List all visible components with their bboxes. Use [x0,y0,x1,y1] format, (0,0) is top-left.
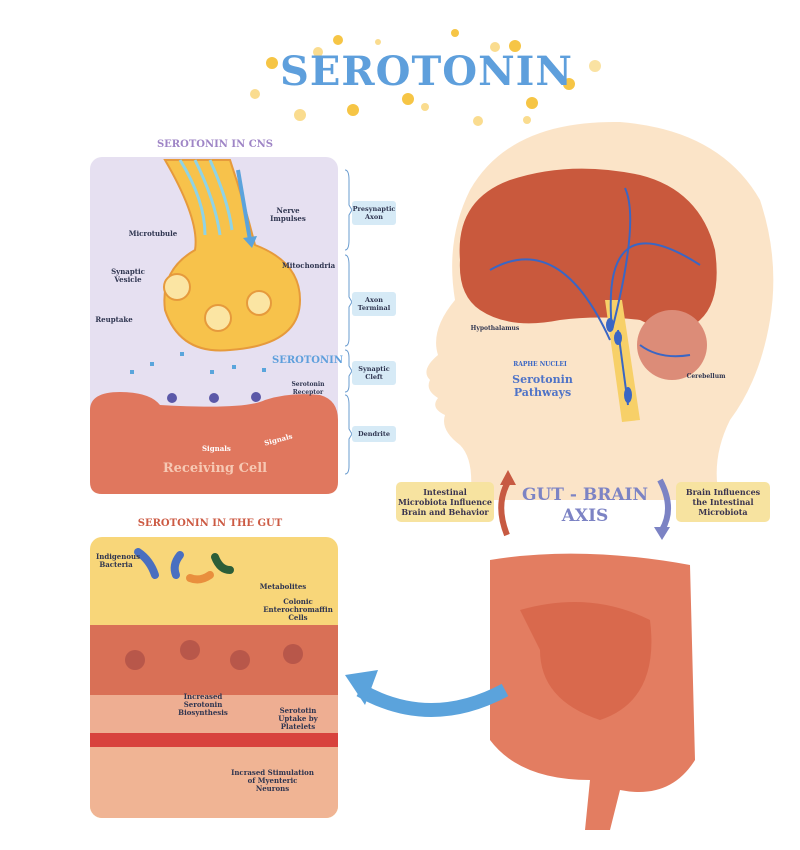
label-raphe-nuclei: RAPHE NUCLEI [513,361,567,368]
label-myenteric-neurons: Incrased Stimulation of Myenteric Neuron… [231,768,314,793]
gut-panel [90,537,338,818]
label-serotonin: SEROTONIN [272,355,343,366]
side-label-dendrite: Dendrite [352,426,396,442]
cns-heading: SEROTONIN IN CNS [156,139,274,150]
label-synaptic-vesicle: Synaptic Vesicle [111,267,145,284]
label-hypothalamus: Hypothalamus [470,325,520,332]
label-nerve-impulses: Nerve Impulses [270,206,306,223]
label-signals-1: Signals [202,444,231,453]
label-reuptake: Reuptake [95,315,133,324]
label-serotonin-biosynthesis: Increased Serotonin Biosynthesis [178,692,228,717]
side-label-axon-terminal: Axon Terminal [352,292,396,316]
label-platelet-uptake: Serototin Uptake by Platelets [278,706,318,731]
label-indigenous-bacteria: Indigenous Bacteria [96,552,141,569]
label-serotonin-receptor: Serotonin Receptor [291,381,325,396]
label-cerebellum: Cerebellum [686,373,726,380]
gut-heading: SEROTONIN IN THE GUT [137,518,283,529]
gut-brain-axis-title: GUT - BRAIN AXIS [521,485,649,526]
label-serotonin-pathways: Serotonin Pathways [512,373,573,399]
label-enterochromaffin-cells: Colonic Enterochromaffin Cells [263,597,333,622]
label-receiving-cell: Receiving Cell [162,461,268,476]
axis-right-box: Brain Influences the Intestinal Microbio… [676,482,770,522]
axis-left-box: Intestinal Microbiota Influence Brain an… [396,482,494,522]
page-title: SEROTONIN [280,48,573,95]
brain [459,168,717,330]
emoji-icons [250,29,601,126]
label-microtubule: Microtubule [128,229,178,238]
label-mitochondria: Mitochondria [282,261,336,270]
cerebellum [637,310,707,380]
label-metabolites: Metabolites [259,582,307,591]
side-label-synaptic-cleft: Synaptic Cleft [352,361,396,385]
side-label-presynaptic-axon: Presynaptic Axon [352,201,396,225]
gut-to-panel-arrow [356,683,509,717]
